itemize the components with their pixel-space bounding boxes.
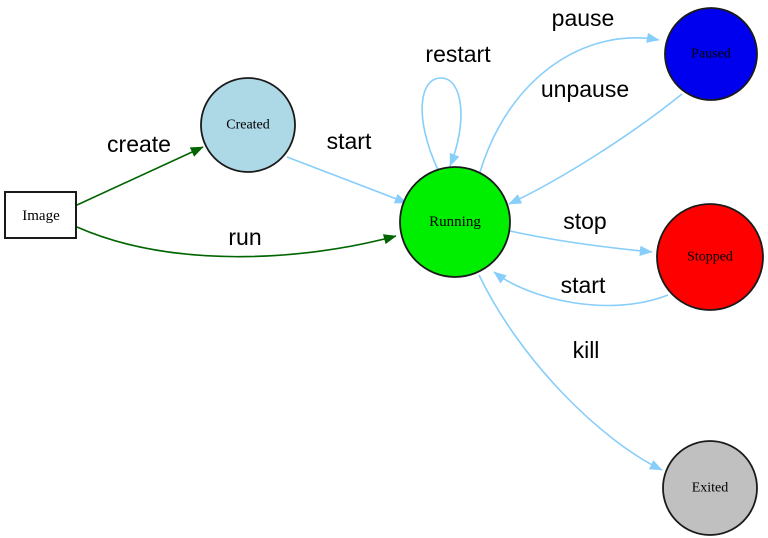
node-running[interactable]: Running: [399, 166, 511, 278]
edge-pause[interactable]: pause: [479, 5, 660, 173]
edge-label-start-created: start: [327, 128, 372, 154]
edge-restart[interactable]: restart: [421, 41, 491, 171]
node-paused-label: Paused: [691, 47, 731, 62]
node-stopped-circle: [656, 203, 764, 311]
edge-create-path: [76, 146, 204, 206]
node-running-circle: [399, 166, 511, 278]
edge-restart-path: [421, 77, 462, 171]
edges-layer: create run start restart pause: [76, 5, 683, 471]
edge-label-restart: restart: [425, 41, 491, 67]
node-image[interactable]: Image: [4, 191, 77, 239]
node-stopped[interactable]: Stopped: [656, 203, 764, 311]
node-exited-label: Exited: [692, 481, 729, 496]
node-paused[interactable]: Paused: [664, 7, 758, 101]
edge-label-kill: kill: [573, 337, 600, 363]
edge-run-path: [76, 226, 397, 258]
edge-label-unpause: unpause: [541, 76, 629, 102]
node-running-label: Running: [429, 214, 481, 230]
edge-label-run: run: [228, 224, 261, 250]
edge-label-pause: pause: [552, 5, 615, 31]
edge-run[interactable]: run: [76, 224, 397, 258]
edge-label-start-stopped: start: [561, 272, 606, 298]
edge-start-stopped[interactable]: start: [493, 271, 669, 307]
edge-start-stopped-path: [493, 271, 669, 307]
node-created-circle: [200, 77, 296, 173]
edge-start-created-path: [286, 156, 408, 204]
edge-stop-path: [509, 230, 653, 256]
node-stopped-label: Stopped: [687, 250, 733, 265]
edge-pause-path: [479, 32, 660, 173]
node-exited-circle: [662, 440, 758, 536]
node-image-label: Image: [22, 208, 60, 224]
edge-create[interactable]: create: [76, 131, 204, 206]
edge-unpause[interactable]: unpause: [508, 76, 683, 205]
edge-kill[interactable]: kill: [478, 274, 663, 471]
node-created[interactable]: Created: [200, 77, 296, 173]
edge-stop[interactable]: stop: [509, 208, 653, 256]
node-paused-circle: [664, 7, 758, 101]
edge-kill-path: [478, 274, 663, 471]
edge-label-stop: stop: [563, 208, 606, 234]
node-created-label: Created: [226, 118, 270, 133]
edge-label-create: create: [107, 131, 171, 157]
edge-start-created[interactable]: start: [286, 128, 408, 204]
node-image-rect: [4, 191, 77, 239]
edge-unpause-path: [508, 93, 683, 205]
node-exited[interactable]: Exited: [662, 440, 758, 536]
nodes-layer: Image Created Running Paused Stopped: [4, 7, 764, 536]
